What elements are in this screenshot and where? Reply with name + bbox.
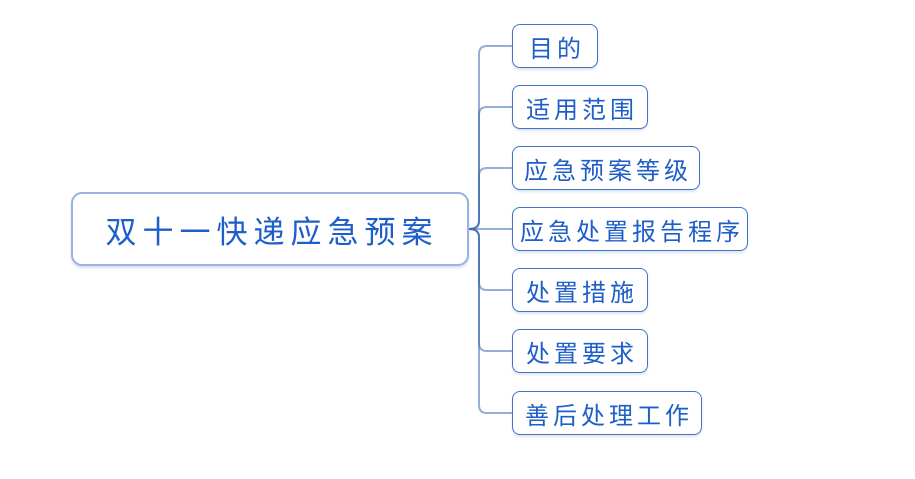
mindmap-node-measures[interactable]: 处置措施 <box>512 268 648 312</box>
mindmap-node-purpose[interactable]: 目的 <box>512 24 598 68</box>
mindmap-node-report-procedure[interactable]: 应急处置报告程序 <box>512 207 748 251</box>
node-label: 适用范围 <box>526 95 638 124</box>
node-label: 善后处理工作 <box>525 401 693 430</box>
mindmap-node-aftermath[interactable]: 善后处理工作 <box>512 391 702 435</box>
mindmap-root-node[interactable]: 双十一快递应急预案 <box>71 192 469 266</box>
node-label: 处置措施 <box>526 278 638 307</box>
node-label: 处置要求 <box>526 339 638 368</box>
connector-branch-purpose <box>468 45 513 230</box>
mindmap-node-requirements[interactable]: 处置要求 <box>512 329 648 373</box>
node-label: 应急处置报告程序 <box>520 217 744 246</box>
node-label: 应急预案等级 <box>524 156 692 185</box>
connector-branch-plan-level <box>468 167 513 230</box>
connector-branch-measures <box>468 228 513 291</box>
node-label: 目的 <box>529 34 585 63</box>
mindmap-node-scope[interactable]: 适用范围 <box>512 85 648 129</box>
root-node-label: 双十一快递应急预案 <box>105 214 439 251</box>
connector-branch-aftermath <box>468 228 513 414</box>
mindmap-node-plan-level[interactable]: 应急预案等级 <box>512 146 700 190</box>
